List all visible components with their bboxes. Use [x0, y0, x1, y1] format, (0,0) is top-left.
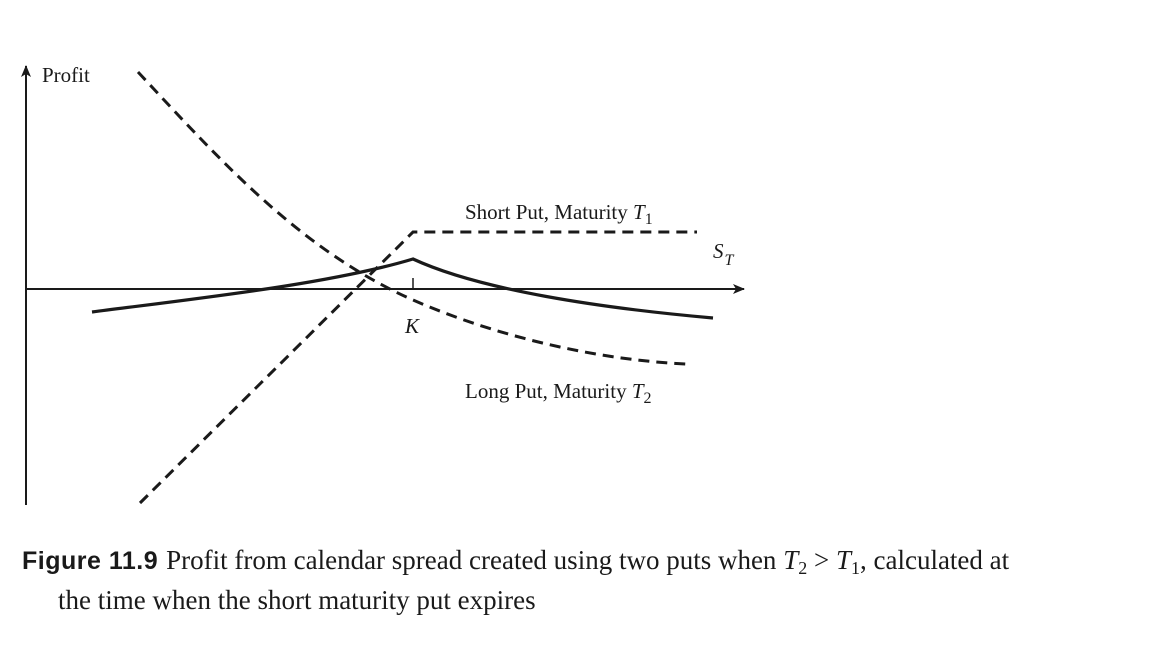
long-put-curve — [136, 70, 687, 366]
y-axis-label: Profit — [42, 63, 90, 87]
calendar-spread-profit-curve — [91, 257, 714, 320]
figure-label: Figure 11.9 — [22, 547, 159, 575]
short-put-label: Short Put, Maturity T1 — [465, 200, 653, 228]
calendar-spread-diagram: Profit ST K Short Put, Maturity T1 Long … — [21, 63, 745, 505]
short-put-curve — [138, 230, 697, 505]
long-put-label: Long Put, Maturity T2 — [465, 379, 652, 407]
strike-label: K — [404, 314, 420, 338]
caption-line-2: the time when the short maturity put exp… — [58, 585, 536, 615]
x-axis-label: ST — [713, 239, 735, 269]
